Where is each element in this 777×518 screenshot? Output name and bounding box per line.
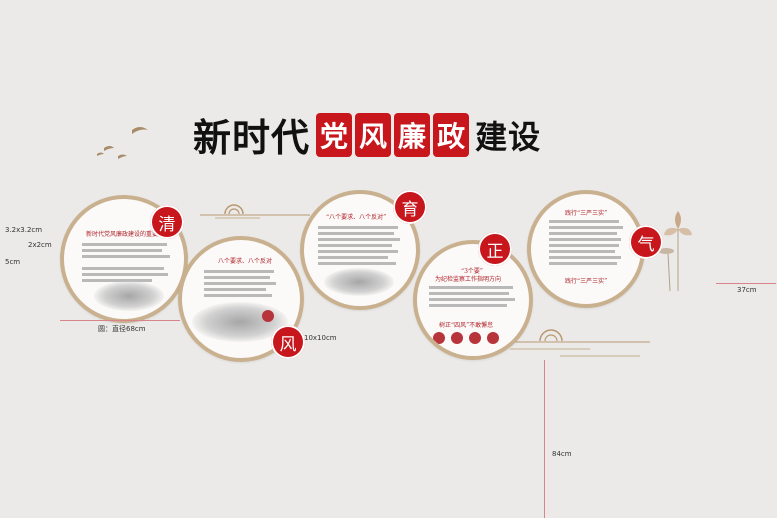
title-red-char: 廉 [394,112,431,157]
cloud-decoration-icon [500,329,650,357]
badge-zheng: 正 [478,232,512,266]
circle-heading: “八个要求、八个反对” [326,214,387,221]
circle-heading: 践行“三严三实” [565,210,608,217]
page-title: 新时代 党 风 廉 政 建设 [193,107,541,162]
title-part-2: 建设 [475,117,542,156]
circle-heading: “3个要” [461,268,483,275]
title-red-char: 政 [433,112,470,157]
cloud-decoration-icon [200,204,310,219]
title-red-char: 党 [316,112,353,157]
badge-yu: 育 [393,190,427,224]
panel-circle-qi: 践行“三严三实” 践行“三严三实” [527,190,645,308]
dimension-label: 5cm [5,258,21,266]
dimension-line [716,283,776,284]
title-red-block: 党 风 廉 政 [316,112,470,157]
dimension-label: 2x2cm [28,241,52,249]
badge-qi: 气 [629,225,663,259]
circle-heading: 八个要求、八个反对 [218,258,273,265]
dimension-line [60,320,180,321]
panel-circle-qing: 新时代党风廉政建设的重要性 [60,195,188,323]
badge-qing: 清 [150,205,184,239]
badge-feng: 风 [271,325,305,359]
dimension-label: 10x10cm [304,334,337,342]
circle-heading: 新时代党风廉政建设的重要性 [86,231,165,238]
dimension-label: 3.2x3.2cm [5,226,43,234]
birds-icon [97,127,148,159]
dimension-line [544,360,545,518]
dimension-label: 圆：直径68cm [98,325,146,333]
circle-footer: 践行“三严三实” [565,278,608,285]
circle-footer: 树正“四风”不敢懈怠 [439,322,494,329]
title-red-char: 风 [355,112,392,157]
title-part-1: 新时代 [193,115,311,160]
panel-circle-zheng: “3个要” 为纪检监察工作指明方向 树正“四风”不敢懈怠 [413,240,533,360]
dimension-label: 37cm [737,286,757,294]
dimension-label: 84cm [552,450,572,458]
circle-subheading: 为纪检监察工作指明方向 [435,276,502,283]
lotus-icon [658,211,692,292]
